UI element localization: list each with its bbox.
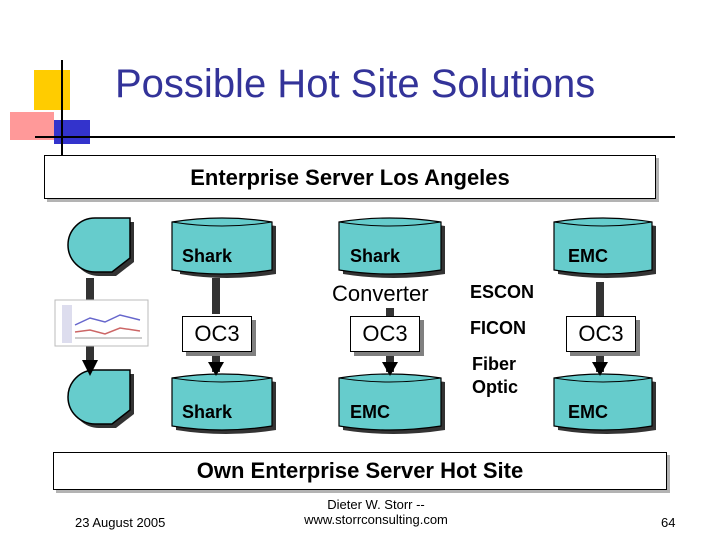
oc3-box-1: OC3: [182, 316, 252, 352]
connector-3-upper: [596, 282, 604, 316]
cylinder-top-2-label: Shark: [350, 246, 400, 267]
left-cycle-bottom-icon: [68, 370, 134, 428]
cylinder-bottom-1-label: Shark: [182, 402, 232, 423]
cylinder-bottom-2-label: EMC: [350, 402, 390, 423]
oc3-box-3: OC3: [566, 316, 636, 352]
cylinder-top-1-label: Shark: [182, 246, 232, 267]
optic-label: Optic: [472, 377, 518, 398]
ficon-label: FICON: [470, 318, 526, 339]
escon-label: ESCON: [470, 282, 534, 303]
left-cycle-top-icon: [68, 218, 134, 276]
connector-1-upper: [212, 278, 220, 314]
cylinder-bottom-3-label: EMC: [568, 402, 608, 423]
cylinder-top-3-label: EMC: [568, 246, 608, 267]
fiber-label: Fiber: [472, 354, 516, 375]
footer-author: Dieter W. Storr -- www.storrconsulting.c…: [296, 497, 456, 527]
chart-thumbnail-icon: [55, 300, 148, 346]
footer-author-name: Dieter W. Storr --: [296, 497, 456, 512]
oc3-box-2: OC3: [350, 316, 420, 352]
footer-author-site: www.storrconsulting.com: [296, 512, 456, 527]
connector-2-upper: [386, 308, 394, 316]
footer-date: 23 August 2005: [75, 515, 165, 530]
page-number: 64: [661, 515, 675, 530]
converter-label: Converter: [332, 281, 429, 307]
